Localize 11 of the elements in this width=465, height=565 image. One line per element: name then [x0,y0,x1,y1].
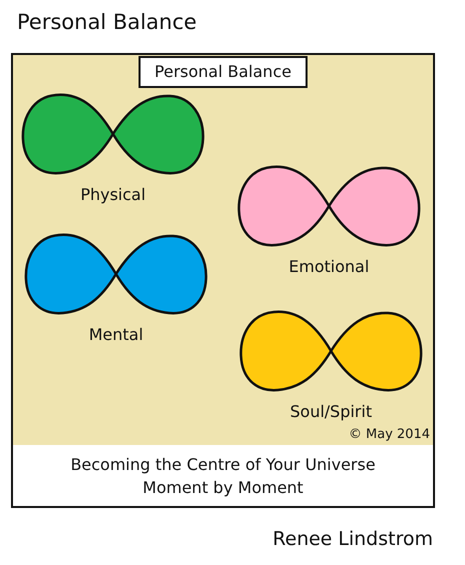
caption-text: Becoming the Centre of Your Universe Moment by Moment [70,454,376,498]
comic-panel [11,53,435,447]
node-label: Soul/Spirit [290,402,372,422]
node-label: Mental [88,325,144,345]
node-label: Physical [80,185,146,205]
page-title: Personal Balance [17,9,197,36]
panel-title: Personal Balance [138,56,308,88]
caption-panel [11,445,435,508]
author-name: Renee Lindstrom [272,527,433,551]
copyright-note: © May 2014 [348,427,430,443]
node-label: Emotional [288,257,370,277]
